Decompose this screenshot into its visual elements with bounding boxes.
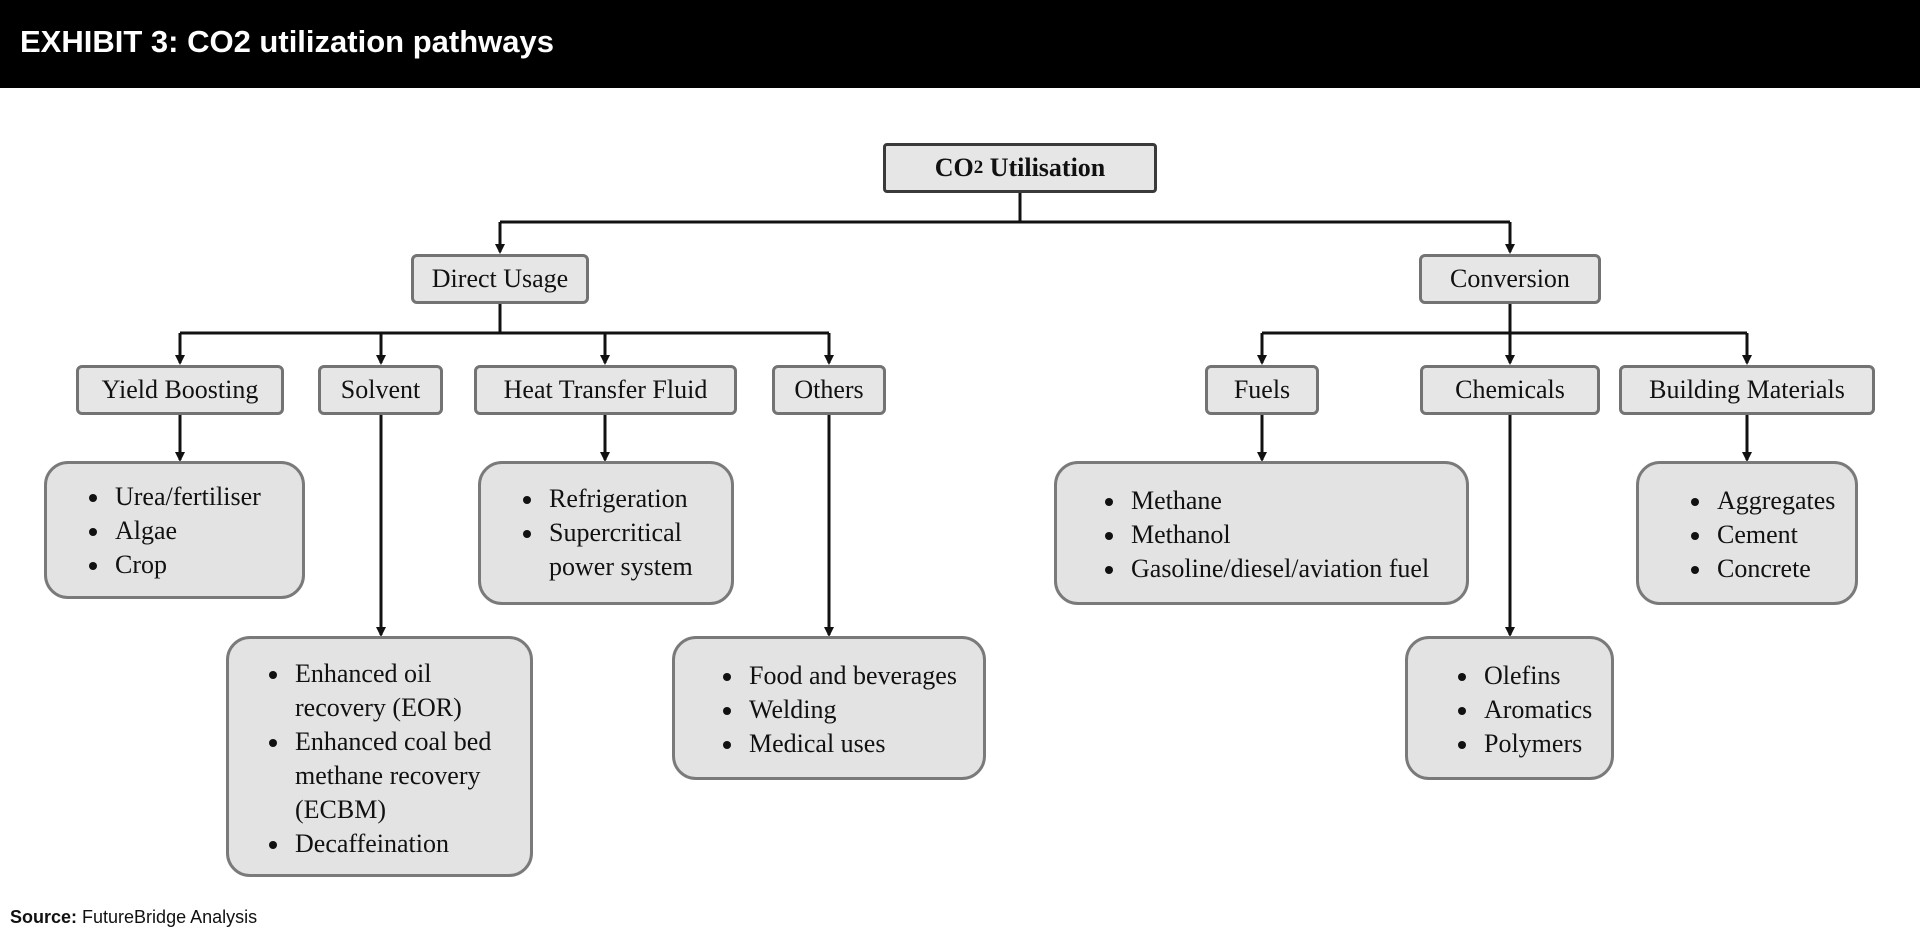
leaf-chemicals: Olefins Aromatics Polymers — [1405, 636, 1614, 780]
bullet-list: Food and beverages Welding Medical uses — [709, 659, 983, 761]
exhibit-title: EXHIBIT 3: CO2 utilization pathways — [20, 24, 554, 59]
bullet-list: Methane Methanol Gasoline/diesel/aviatio… — [1091, 484, 1466, 586]
node-label: Conversion — [1450, 264, 1570, 293]
node-label: Solvent — [340, 375, 421, 404]
bullet-list: Enhanced oil recovery (EOR) Enhanced coa… — [255, 657, 516, 861]
list-item: Cement — [1713, 518, 1855, 552]
node-others: Others — [772, 365, 886, 415]
bullet-list: Olefins Aromatics Polymers — [1444, 659, 1611, 761]
list-item: Concrete — [1713, 552, 1855, 586]
list-item: Decaffeination — [291, 827, 516, 861]
list-item: Crop — [111, 548, 302, 582]
node-label: Building Materials — [1649, 375, 1845, 404]
node-label: Fuels — [1233, 375, 1291, 404]
subscript-2: 2 — [973, 157, 984, 178]
node-heat-transfer-fluid: Heat Transfer Fluid — [474, 365, 737, 415]
bullet-list: Refrigeration Supercritical power system — [509, 482, 721, 584]
node-yield-boosting: Yield Boosting — [76, 365, 284, 415]
list-item: Aggregates — [1713, 484, 1855, 518]
leaf-fuels: Methane Methanol Gasoline/diesel/aviatio… — [1054, 461, 1469, 605]
leaf-others: Food and beverages Welding Medical uses — [672, 636, 986, 780]
leaf-yield-boosting: Urea/fertiliser Algae Crop — [44, 461, 305, 599]
list-item: Medical uses — [745, 727, 983, 761]
list-item: Enhanced coal bed methane recovery (ECBM… — [291, 725, 516, 827]
header-bar: EXHIBIT 3: CO2 utilization pathways — [0, 0, 1920, 88]
source-note: Source: FutureBridge Analysis — [10, 907, 257, 928]
node-direct-usage: Direct Usage — [411, 254, 589, 304]
node-chemicals: Chemicals — [1420, 365, 1600, 415]
bullet-list: Aggregates Cement Concrete — [1677, 484, 1855, 586]
bullet-list: Urea/fertiliser Algae Crop — [75, 480, 302, 582]
node-label: CO — [934, 153, 974, 182]
node-solvent: Solvent — [318, 365, 443, 415]
node-conversion: Conversion — [1419, 254, 1601, 304]
leaf-building-materials: Aggregates Cement Concrete — [1636, 461, 1858, 605]
list-item: Urea/fertiliser — [111, 480, 302, 514]
node-label: Direct Usage — [431, 264, 569, 293]
node-label: Chemicals — [1455, 375, 1565, 404]
leaf-solvent: Enhanced oil recovery (EOR) Enhanced coa… — [226, 636, 533, 877]
node-label: Yield Boosting — [101, 375, 259, 404]
list-item: Gasoline/diesel/aviation fuel — [1127, 552, 1466, 586]
list-item: Aromatics — [1480, 693, 1611, 727]
list-item: Olefins — [1480, 659, 1611, 693]
list-item: Food and beverages — [745, 659, 983, 693]
list-item: Supercritical power system — [545, 516, 719, 584]
list-item: Enhanced oil recovery (EOR) — [291, 657, 516, 725]
node-label-rest: Utilisation — [983, 153, 1106, 182]
source-text: FutureBridge Analysis — [77, 907, 258, 927]
list-item: Welding — [745, 693, 983, 727]
node-label: Heat Transfer Fluid — [503, 375, 708, 404]
leaf-heat-transfer-fluid: Refrigeration Supercritical power system — [478, 461, 734, 605]
node-building-materials: Building Materials — [1619, 365, 1875, 415]
node-label: Others — [794, 375, 864, 404]
list-item: Refrigeration — [545, 482, 721, 516]
list-item: Algae — [111, 514, 302, 548]
list-item: Methanol — [1127, 518, 1466, 552]
list-item: Polymers — [1480, 727, 1611, 761]
list-item: Methane — [1127, 484, 1466, 518]
node-fuels: Fuels — [1205, 365, 1319, 415]
source-label: Source: — [10, 907, 78, 927]
